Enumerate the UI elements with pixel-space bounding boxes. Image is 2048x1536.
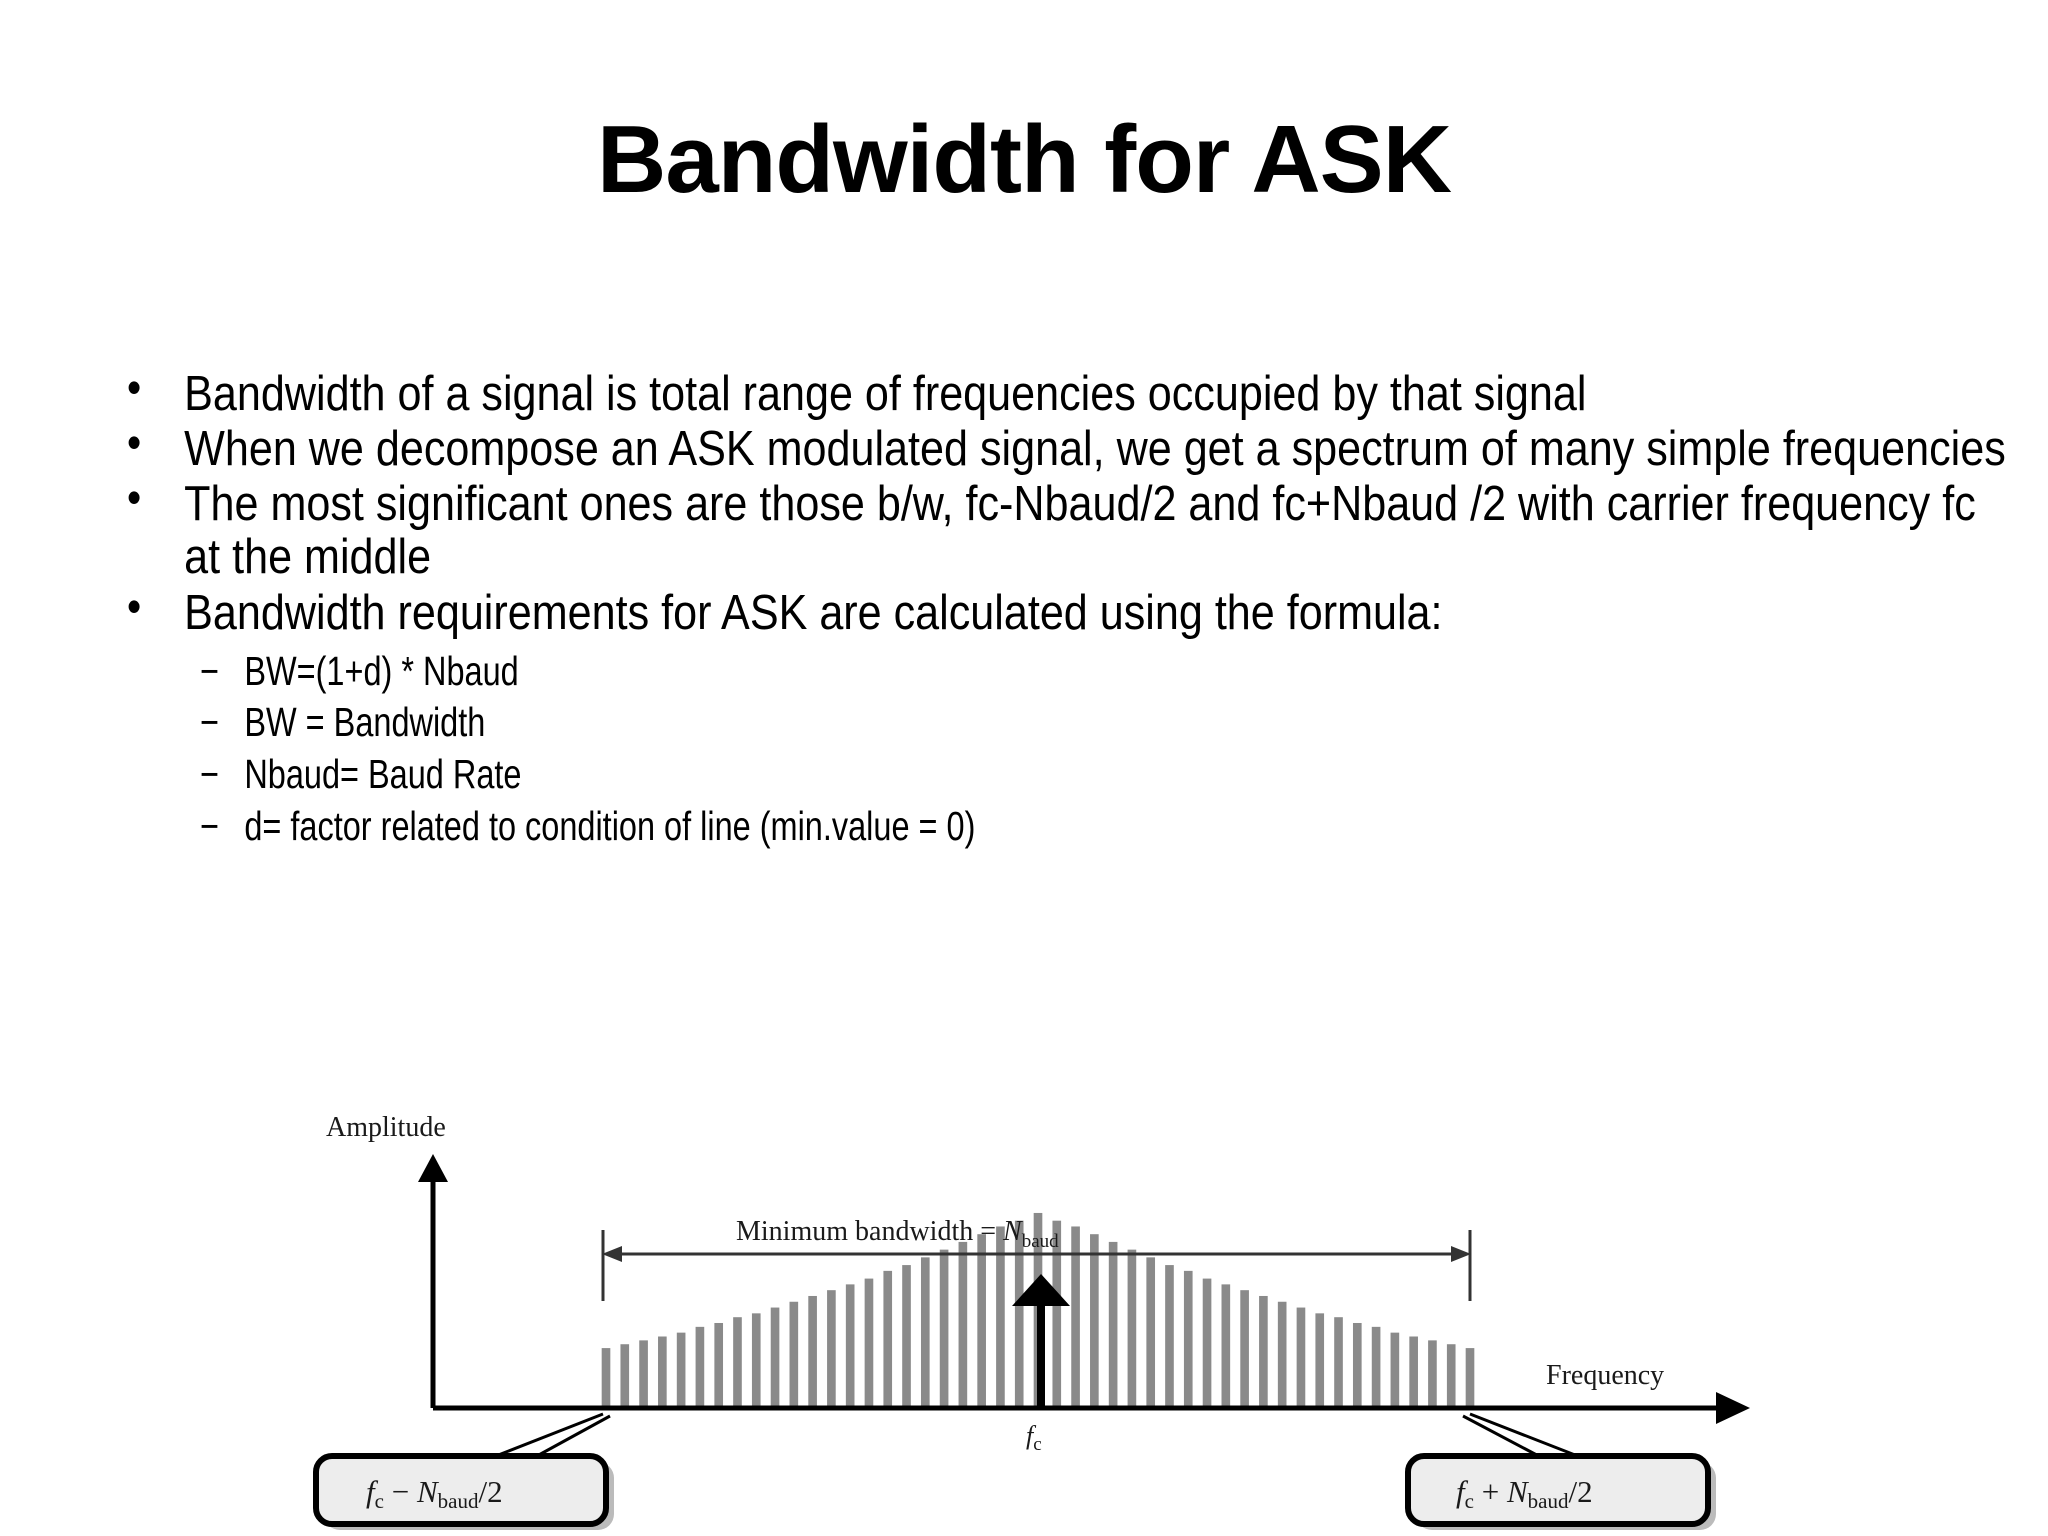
spectrum-bar (676, 1332, 686, 1406)
carrier-subscript: c (1033, 1434, 1041, 1455)
dash-marker-icon: − (200, 699, 219, 746)
x-axis-label: Frequency (1546, 1360, 1664, 1391)
sub-bullet-item-3: − Nbaud= Baud Rate (184, 749, 2048, 801)
amplitude-axis (418, 1154, 448, 1408)
bullet-text: Bandwidth requirements for ASK are calcu… (184, 585, 1443, 640)
spectrum-bar (639, 1340, 648, 1406)
bullet-item-3: • The most significant ones are those b/… (112, 474, 2014, 585)
spectrum-bar (1221, 1284, 1231, 1406)
spectrum-bar (1390, 1332, 1400, 1406)
sub-bullet-item-4: − d= factor related to condition of line… (184, 801, 2048, 853)
spectrum-bar (1446, 1344, 1456, 1406)
spectrum-bar (1277, 1301, 1287, 1406)
dash-marker-icon: − (200, 647, 219, 694)
spectrum-bar (1259, 1295, 1268, 1406)
spectrum-bar (1465, 1348, 1475, 1406)
dash-marker-icon: − (200, 751, 219, 798)
spectrum-bar (658, 1336, 667, 1406)
spectrum-bar (770, 1307, 780, 1406)
slide-body: • Bandwidth of a signal is total range o… (112, 364, 2006, 854)
carrier-frequency-label: fc (1026, 1421, 1042, 1455)
bullet-item-4: • Bandwidth requirements for ASK are cal… (112, 583, 2014, 853)
left-callout-text: fc − Nbaud/2 (366, 1474, 503, 1513)
spectrum-bar (789, 1301, 799, 1406)
bandwidth-label: Minimum bandwidth = Nbaud (736, 1216, 1059, 1252)
bandwidth-measure (601, 1230, 1472, 1301)
spectrum-bar (977, 1234, 986, 1406)
spectrum-bar (902, 1265, 911, 1406)
right-callout-text: fc + Nbaud/2 (1456, 1474, 1593, 1513)
spectrum-bar (733, 1317, 742, 1406)
spectrum-bar (695, 1326, 705, 1406)
sub-bullet-item-1: − BW=(1+d) * Nbaud (184, 646, 2048, 698)
bullet-item-1: • Bandwidth of a signal is total range o… (112, 364, 2014, 421)
ask-spectrum-figure: Amplitude Frequency Minimum bandwidth = … (258, 1096, 1798, 1536)
sub-bullet-item-2: − BW = Bandwidth (184, 697, 2048, 749)
bullet-text: When we decompose an ASK modulated signa… (184, 422, 2006, 477)
bullet-marker-icon: • (126, 361, 142, 413)
sub-bullet-text: Nbaud= Baud Rate (244, 751, 522, 798)
dash-marker-icon: − (200, 802, 219, 849)
spectrum-bar (1352, 1322, 1362, 1406)
bandwidth-label-subscript: baud (1022, 1231, 1059, 1252)
spectrum-bar (920, 1257, 930, 1406)
sub-bullet-text: BW = Bandwidth (244, 699, 486, 746)
spectrum-bar (845, 1284, 855, 1406)
spectrum-bar (1071, 1226, 1080, 1406)
sub-bullet-list: − BW=(1+d) * Nbaud − BW = Bandwidth − Nb… (184, 646, 2014, 853)
carrier-frequency-arrow (1012, 1274, 1070, 1408)
spectrum-bar (1334, 1317, 1343, 1406)
spectrum-bar (958, 1241, 968, 1406)
spectrum-bar (1296, 1307, 1306, 1406)
bandwidth-label-prefix: Minimum bandwidth = (736, 1216, 1003, 1247)
page-title: Bandwidth for ASK (596, 106, 1452, 213)
right-callout: fc + Nbaud/2 (1405, 1453, 1716, 1530)
spectrum-bar (1183, 1270, 1193, 1406)
spectrum-bar (1127, 1249, 1137, 1406)
bullet-item-2: • When we decompose an ASK modulated sig… (112, 419, 2014, 477)
spectrum-bar (883, 1270, 893, 1406)
spectrum-bar (808, 1295, 817, 1406)
spectrum-bars (601, 1212, 1475, 1406)
spectrum-bar (1146, 1257, 1156, 1406)
bullet-list: • Bandwidth of a signal is total range o… (112, 364, 2006, 852)
spectrum-bar (1240, 1290, 1249, 1406)
bandwidth-label-symbol: N (1002, 1216, 1023, 1247)
left-callout: fc − Nbaud/2 (313, 1453, 614, 1530)
spectrum-bar (996, 1226, 1005, 1406)
spectrum-bar (1371, 1326, 1381, 1406)
carrier-symbol: f (1026, 1421, 1037, 1450)
bullet-text: Bandwidth of a signal is total range of … (184, 367, 1587, 421)
spectrum-bar (827, 1290, 836, 1406)
y-axis-label: Amplitude (326, 1112, 446, 1143)
spectrum-bar (1428, 1340, 1437, 1406)
spectrum-bar (1014, 1220, 1024, 1406)
sub-bullet-text: BW=(1+d) * Nbaud (244, 647, 519, 694)
frequency-axis (433, 1392, 1750, 1424)
spectrum-bar (939, 1249, 949, 1406)
spectrum-bar (1052, 1220, 1062, 1406)
spectrum-bar (1090, 1234, 1099, 1406)
spectrum-bar (751, 1313, 761, 1406)
spectrum-bar (601, 1348, 611, 1406)
spectrum-bar (864, 1278, 874, 1406)
spectrum-bar (1315, 1313, 1325, 1406)
spectrum-bar (714, 1322, 724, 1406)
bullet-text: The most significant ones are those b/w,… (184, 477, 1976, 585)
bullet-marker-icon: • (126, 471, 142, 524)
spectrum-bar (620, 1344, 630, 1406)
spectrum-bar (1409, 1336, 1418, 1406)
spectrum-bar (1165, 1265, 1174, 1406)
spectrum-bar (1108, 1241, 1118, 1406)
sub-bullet-text: d= factor related to condition of line (… (244, 802, 976, 849)
bullet-marker-icon: • (126, 416, 142, 469)
bullet-marker-icon: • (126, 579, 142, 632)
spectrum-bar (1202, 1278, 1212, 1406)
